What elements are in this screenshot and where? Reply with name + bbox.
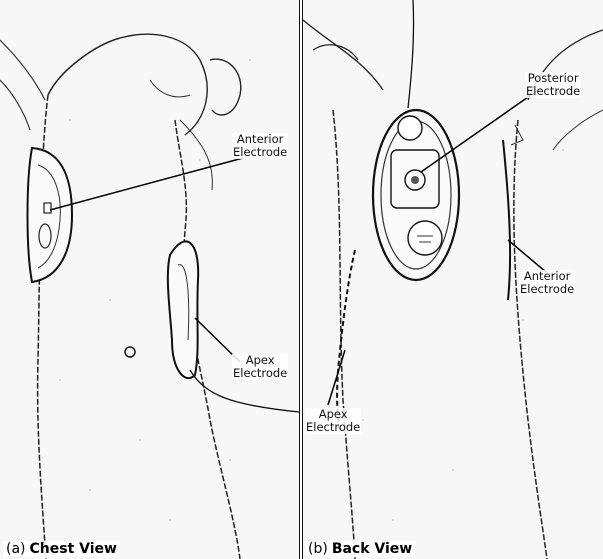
apex-electrode-label-b: Apex Electrode [305,408,361,434]
panel-a-title: Chest View [30,541,117,557]
apex-electrode-pad [168,241,198,378]
panel-back-view: Posterior Electrode Anterior Electrode A… [303,0,603,559]
apex-label-line-2: Electrode [233,367,287,380]
anterior-label-line-2: Electrode [233,146,287,159]
anterior-electrode-label-b: Anterior Electrode [519,270,575,296]
anterior-leader-line-b [508,240,546,272]
device-top-connector [398,116,422,140]
strap-clip [511,125,523,145]
device-cable [408,0,414,108]
panel-b-title: Back View [332,541,412,557]
anterior-b-label-line-2: Electrode [520,283,574,296]
panel-b-caption: (b)Back View [305,541,415,557]
device-battery [408,221,442,255]
posterior-electrode-label: Posterior Electrode [525,72,581,98]
apex-electrode-edge [337,250,355,430]
navel-mark [125,347,135,357]
hand-outline [210,59,241,115]
shoulder-outline [48,38,120,95]
panel-a-caption: (a)Chest View [3,541,120,557]
panel-b-letter: (b) [308,541,328,557]
right-back-outline [514,120,547,559]
apex-electrode-label: Apex Electrode [232,354,288,380]
left-arm-outline [303,20,383,90]
chin-outline [120,34,207,135]
anterior-electrode-label: Anterior Electrode [232,133,288,159]
anterior-leader-line [50,158,243,210]
right-arm-inner [553,110,603,150]
device-dial-center [411,176,419,184]
anterior-electrode-strap [503,140,510,300]
wire-loop [313,45,358,60]
anterior-electrode-pad [28,148,73,282]
left-back-outline [333,110,355,559]
arm-inner-outline [0,80,30,130]
hair-strands [150,80,190,97]
posterior-label-line-2: Electrode [526,85,580,98]
panel-chest-view: Anterior Electrode Apex Electrode (a)Che… [0,0,299,559]
chest-illustration [0,0,299,559]
arm-outline [0,40,45,100]
skin-texture [59,59,251,521]
panel-a-letter: (a) [6,541,26,557]
apex-b-label-line-2: Electrode [306,421,360,434]
